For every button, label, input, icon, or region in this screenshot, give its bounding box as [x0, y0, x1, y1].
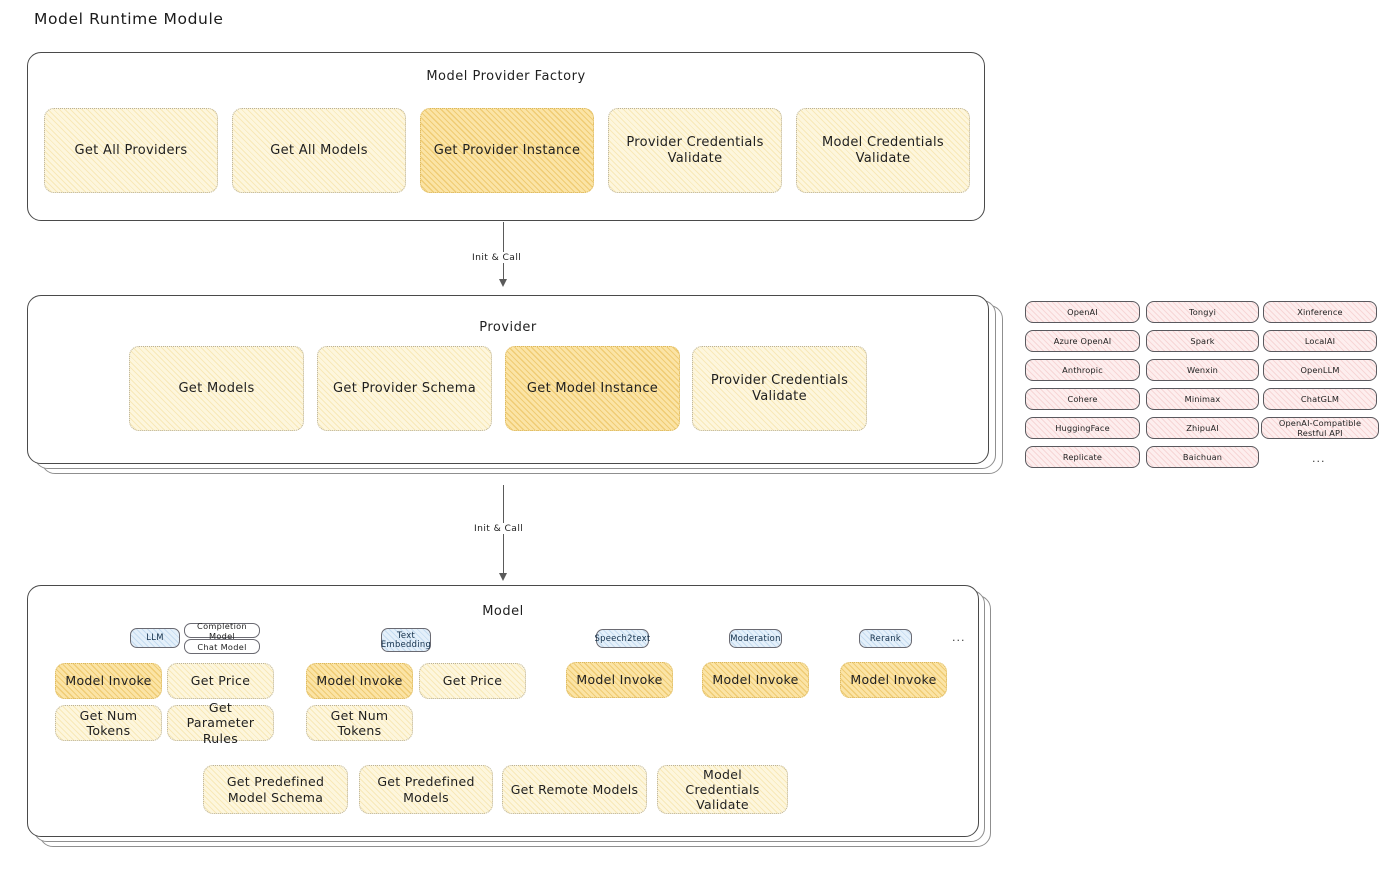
model-shared-get-predefined-model-schema[interactable]: Get Predefined Model Schema	[203, 765, 348, 814]
model-shared-get-remote-models[interactable]: Get Remote Models	[502, 765, 647, 814]
arrow-factory-to-provider-head	[498, 279, 507, 287]
provider-pill-huggingface[interactable]: HuggingFace	[1025, 417, 1140, 439]
model-subtype-pill-chat-model[interactable]: Chat Model	[184, 639, 260, 654]
page-title: Model Runtime Module	[34, 10, 224, 28]
llm-method-get-price[interactable]: Get Price	[167, 663, 274, 699]
model-types-more-ellipsis: ...	[952, 631, 966, 644]
model-type-pill-text-embedding[interactable]: Text Embedding	[381, 628, 431, 652]
model-title: Model	[482, 604, 524, 619]
arrow-factory-to-provider-label: Init & Call	[468, 252, 526, 263]
model-subtype-pill-completion-model[interactable]: Completion Model	[184, 621, 260, 641]
provider-pill-chatglm[interactable]: ChatGLM	[1263, 388, 1377, 410]
provider-list-more-ellipsis: ...	[1312, 452, 1326, 465]
model-shared-model-credentials-validate[interactable]: Model Credentials Validate	[657, 765, 788, 814]
speech2text-method-model-invoke[interactable]: Model Invoke	[566, 662, 673, 698]
llm-method-get-num-tokens[interactable]: Get Num Tokens	[55, 705, 162, 741]
provider-node-provider-credentials-validate[interactable]: Provider Credentials Validate	[692, 346, 867, 431]
provider-pill-openllm[interactable]: OpenLLM	[1263, 359, 1377, 381]
provider-pill-zhipuai[interactable]: ZhipuAI	[1146, 417, 1259, 439]
provider-pill-wenxin[interactable]: Wenxin	[1146, 359, 1259, 381]
model-type-pill-rerank[interactable]: Rerank	[859, 629, 912, 648]
llm-method-model-invoke[interactable]: Model Invoke	[55, 663, 162, 699]
model-type-pill-llm[interactable]: LLM	[130, 628, 180, 648]
provider-pill-minimax[interactable]: Minimax	[1146, 388, 1259, 410]
provider-node-get-model-instance[interactable]: Get Model Instance	[505, 346, 680, 431]
factory-node-get-all-models[interactable]: Get All Models	[232, 108, 406, 193]
factory-node-get-all-providers[interactable]: Get All Providers	[44, 108, 218, 193]
provider-node-get-models[interactable]: Get Models	[129, 346, 304, 431]
text-embedding-method-get-price[interactable]: Get Price	[419, 663, 526, 699]
moderation-method-model-invoke[interactable]: Model Invoke	[702, 662, 809, 698]
factory-node-get-provider-instance[interactable]: Get Provider Instance	[420, 108, 594, 193]
provider-pill-tongyi[interactable]: Tongyi	[1146, 301, 1259, 323]
arrow-provider-to-model-head	[498, 573, 507, 581]
provider-pill-replicate[interactable]: Replicate	[1025, 446, 1140, 468]
model-type-pill-moderation[interactable]: Moderation	[729, 629, 782, 648]
text-embedding-method-model-invoke[interactable]: Model Invoke	[306, 663, 413, 699]
model-type-pill-speech2text[interactable]: Speech2text	[595, 629, 650, 648]
model-shared-get-predefined-models[interactable]: Get Predefined Models	[359, 765, 493, 814]
provider-pill-xinference[interactable]: Xinference	[1263, 301, 1377, 323]
model-provider-factory-title: Model Provider Factory	[426, 69, 586, 84]
llm-method-get-parameter-rules[interactable]: Get Parameter Rules	[167, 700, 274, 746]
provider-pill-openai[interactable]: OpenAI	[1025, 301, 1140, 323]
provider-pill-anthropic[interactable]: Anthropic	[1025, 359, 1140, 381]
provider-node-get-provider-schema[interactable]: Get Provider Schema	[317, 346, 492, 431]
provider-pill-azure-openai[interactable]: Azure OpenAI	[1025, 330, 1140, 352]
text-embedding-method-get-num-tokens[interactable]: Get Num Tokens	[306, 705, 413, 741]
provider-pill-cohere[interactable]: Cohere	[1025, 388, 1140, 410]
provider-pill-baichuan[interactable]: Baichuan	[1146, 446, 1259, 468]
provider-pill-openai-compatible-restful-api[interactable]: OpenAI-Compatible Restful API	[1261, 417, 1379, 439]
provider-title: Provider	[479, 320, 537, 335]
rerank-method-model-invoke[interactable]: Model Invoke	[840, 662, 947, 698]
factory-node-model-credentials-validate[interactable]: Model Credentials Validate	[796, 108, 970, 193]
provider-pill-localai[interactable]: LocalAI	[1263, 330, 1377, 352]
provider-pill-spark[interactable]: Spark	[1146, 330, 1259, 352]
arrow-provider-to-model-label: Init & Call	[470, 523, 528, 534]
factory-node-provider-credentials-validate[interactable]: Provider Credentials Validate	[608, 108, 782, 193]
